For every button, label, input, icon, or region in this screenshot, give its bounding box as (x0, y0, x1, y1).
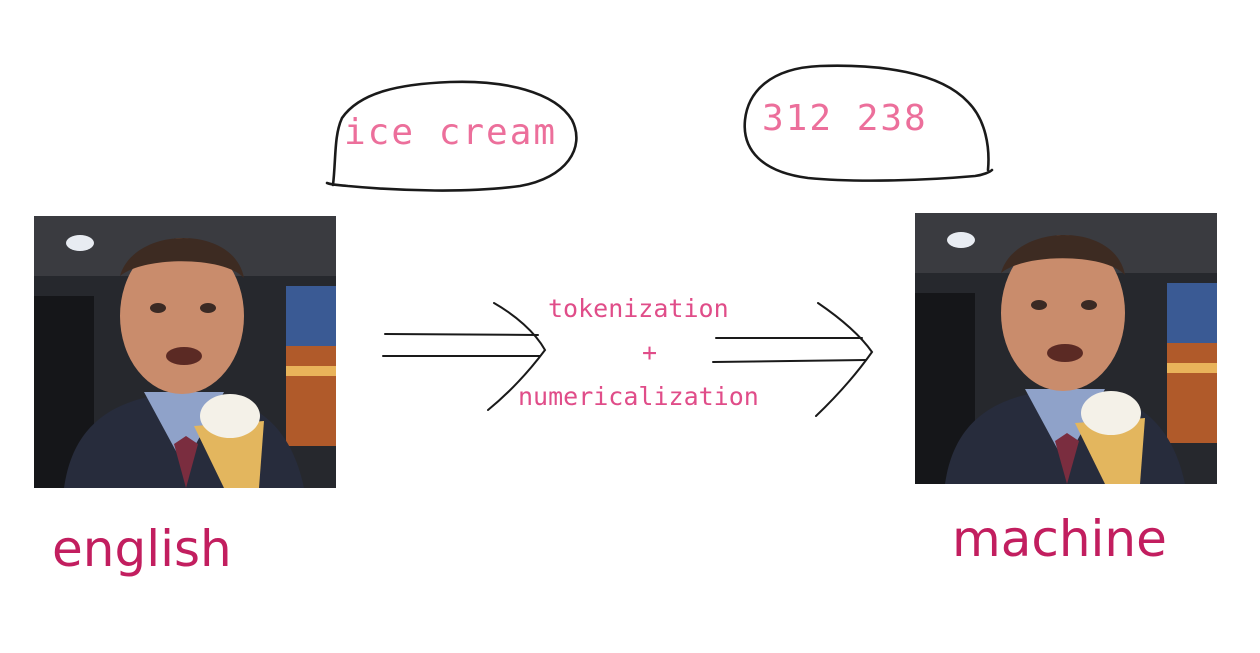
left-photo (34, 216, 336, 488)
process-step-1: tokenization (548, 294, 729, 323)
process-step-2: numericalization (518, 382, 759, 411)
left-speech-bubble (325, 80, 578, 192)
right-speech-text: 312 238 (762, 98, 928, 139)
right-photo (915, 213, 1217, 484)
process-plus: + (642, 338, 658, 367)
left-speech-text: ice cream (344, 112, 558, 153)
left-label: english (52, 520, 232, 578)
right-label: machine (952, 510, 1167, 568)
right-double-arrow (712, 302, 874, 417)
left-double-arrow (382, 302, 547, 411)
right-speech-bubble (743, 64, 994, 182)
